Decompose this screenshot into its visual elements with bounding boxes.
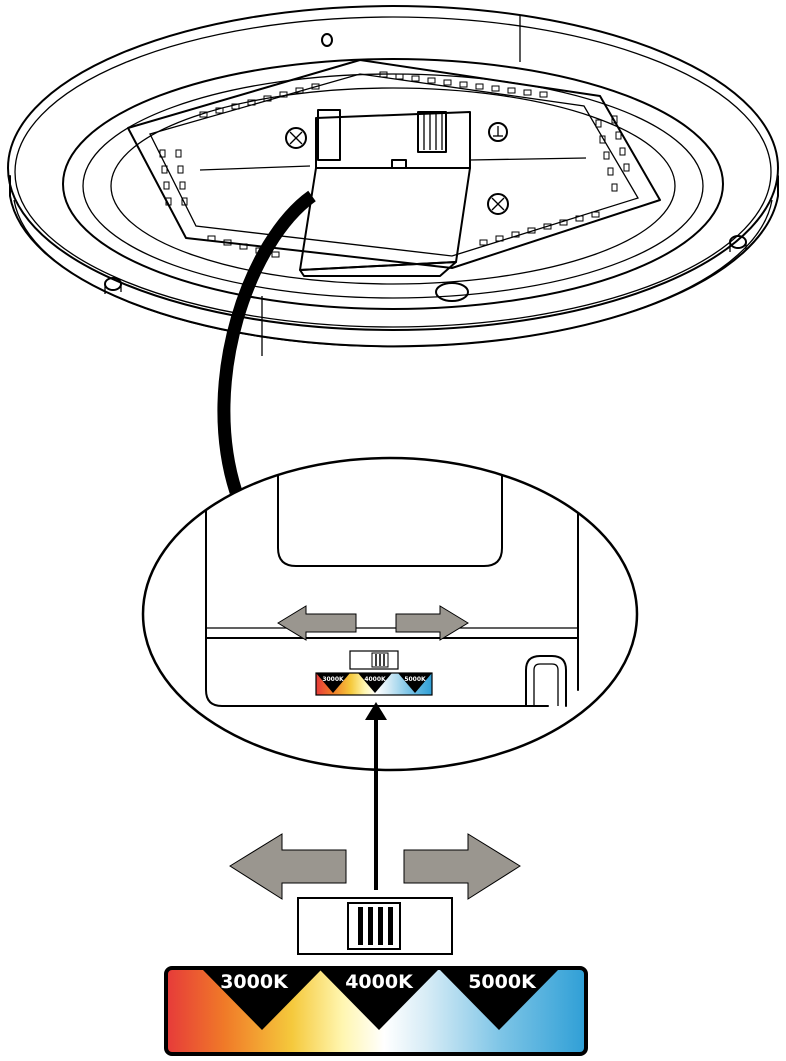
arrow-left-large-icon: [229, 833, 347, 900]
cct-label-4000k: 4000K: [345, 971, 414, 993]
cct-label-5000k: 5000K: [468, 971, 537, 993]
cct-switch-small: [349, 650, 399, 670]
arrow-right-large-icon: [403, 833, 521, 900]
cct-scale-small: 3000K 4000K 5000K: [315, 672, 433, 696]
led-array: [159, 71, 630, 258]
driver-box: [299, 109, 471, 277]
arrow-left-icon: [277, 605, 357, 641]
pointer-arrow-icon: [365, 702, 387, 720]
ground-screw-icon: [488, 122, 508, 142]
screw-icon: [285, 127, 307, 149]
cct-label-small-4000k: 4000K: [364, 676, 386, 683]
cct-label-small-5000k: 5000K: [404, 676, 426, 683]
ceiling-fixture: [7, 5, 779, 356]
marker-4000k: [320, 970, 438, 1030]
cct-switch-large[interactable]: [297, 897, 453, 955]
marker-3000k: [203, 970, 321, 1030]
mounting-stud: [104, 277, 122, 294]
cct-label-3000k: 3000K: [220, 971, 289, 993]
cct-scale-large: 3000K 4000K 5000K: [164, 966, 588, 1056]
leader-line: [217, 190, 316, 494]
arrow-right-icon: [395, 605, 469, 641]
mounting-stud: [729, 235, 747, 252]
cct-label-small-3000k: 3000K: [322, 676, 344, 683]
marker-5000k: [440, 970, 558, 1030]
detail-callout: 3000K 4000K 5000K: [141, 456, 639, 772]
screw-icon: [487, 193, 509, 215]
